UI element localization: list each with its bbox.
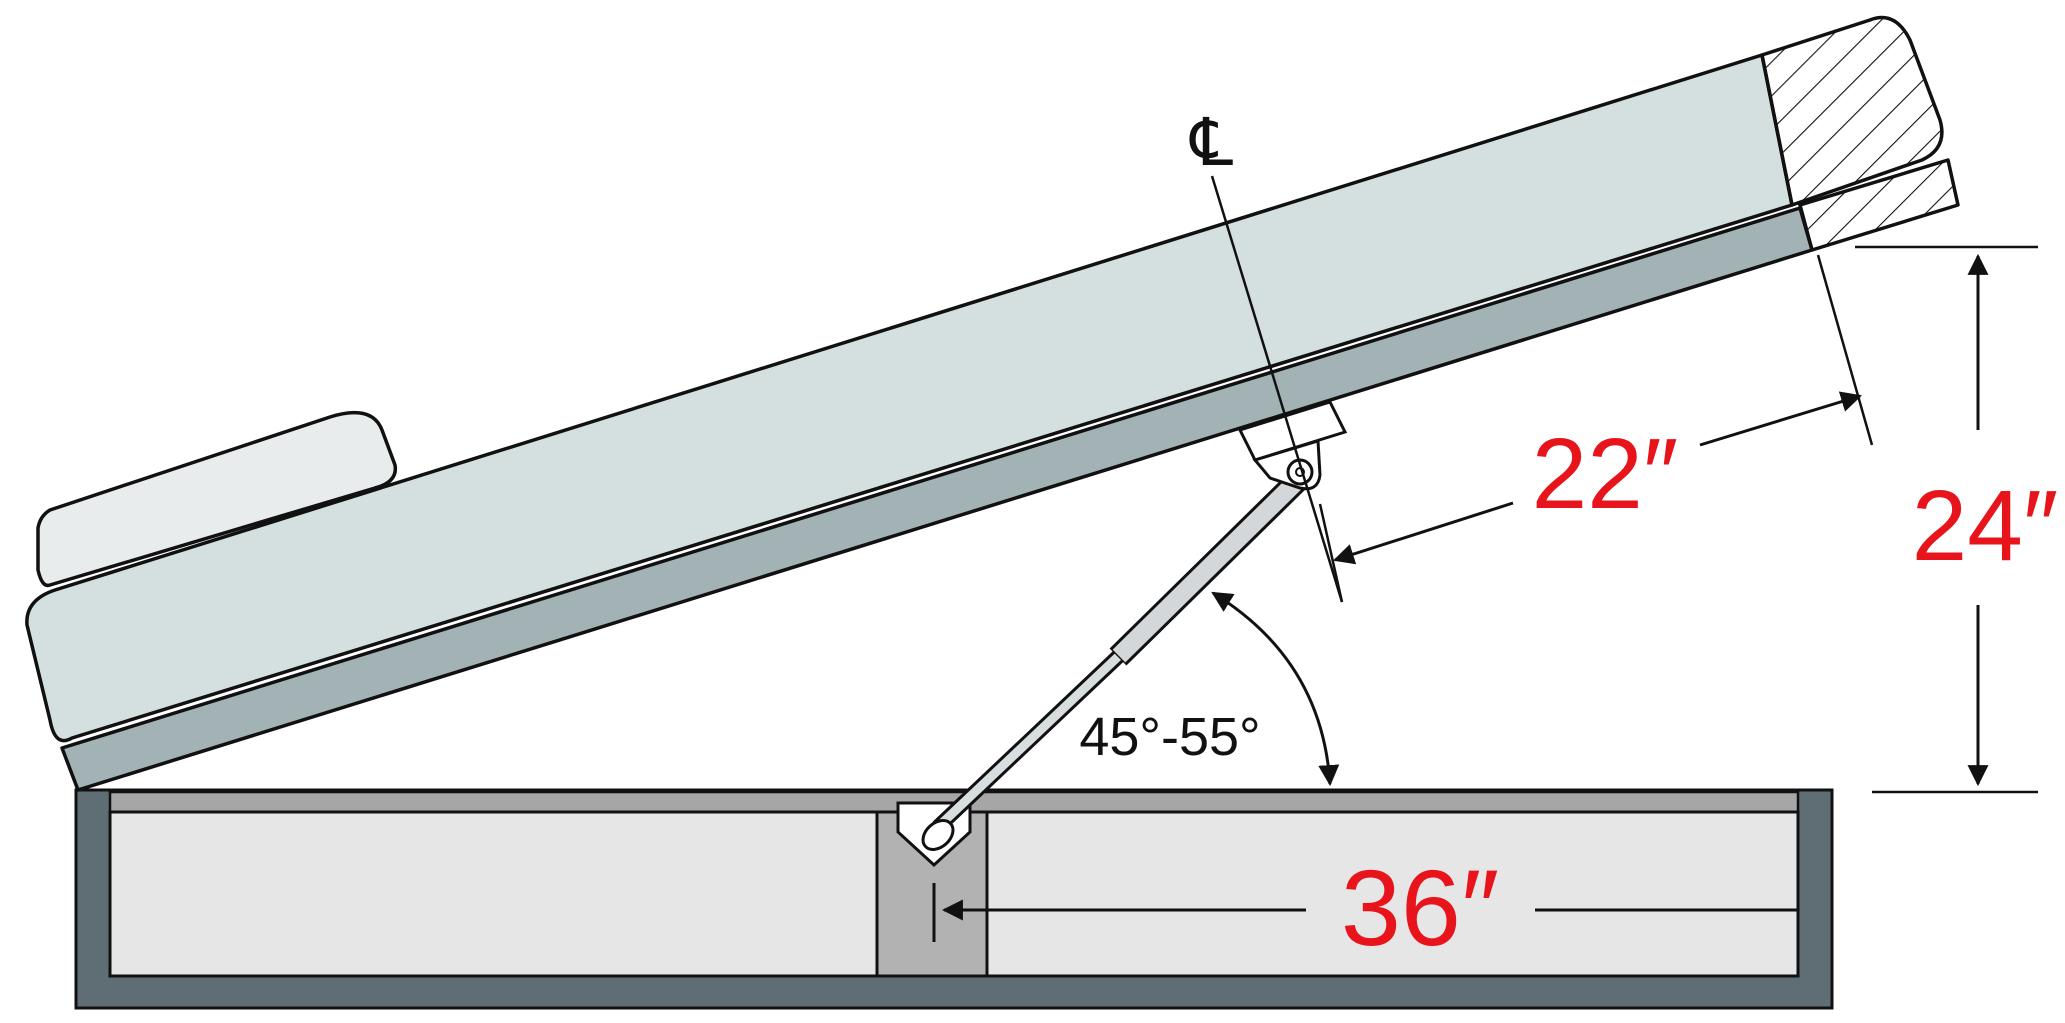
bed-base-frame <box>74 788 1834 1010</box>
strut-angle-indicator: 45°-55° <box>1079 591 1340 787</box>
dimension-arrow-left <box>1333 501 1514 565</box>
extension-line-mount <box>1318 503 1344 603</box>
platform-board <box>60 206 1814 792</box>
strut-lower-eye <box>921 819 955 851</box>
gas-strut <box>921 471 1307 851</box>
extension-line-edge <box>1816 254 1874 446</box>
headboard-cushion-hatched <box>1760 15 1944 207</box>
centerline-marker: ℄ <box>1189 104 1344 603</box>
hinge-to-mount-dimension: 22″ <box>1318 254 1874 603</box>
centerline-line <box>1210 175 1344 603</box>
centerline-symbol: ℄ <box>1189 104 1234 181</box>
angle-label: 45°-55° <box>1079 707 1260 767</box>
pillow <box>36 410 398 588</box>
dimension-label-36: 36″ <box>1341 847 1499 968</box>
upper-strut-mount <box>1237 400 1348 462</box>
base-length-dimension: 36″ <box>932 847 1797 968</box>
dimension-label-22: 22″ <box>1532 418 1679 530</box>
mattress <box>25 53 1794 743</box>
dimension-label-24: 24″ <box>1912 470 2059 582</box>
dimension-arrow-right <box>1699 391 1863 447</box>
angle-arc <box>1211 591 1340 787</box>
lifted-platform-assembly <box>25 15 1960 792</box>
lift-height-dimension: 24″ <box>1855 245 2059 794</box>
